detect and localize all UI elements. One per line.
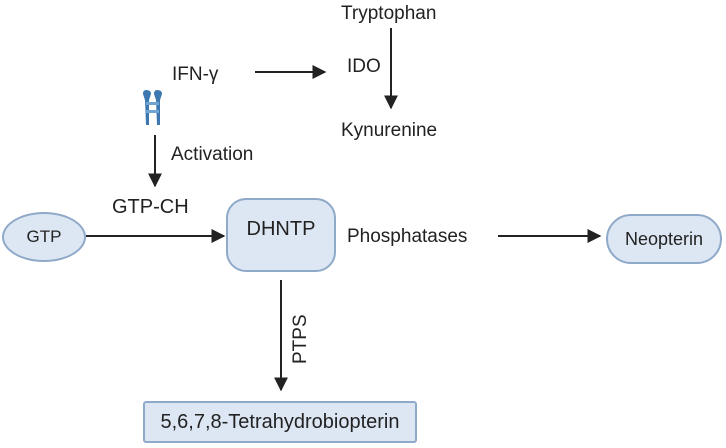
gtp-ch-label: GTP-CH xyxy=(112,196,189,218)
dhntp-node-label: DHNTP xyxy=(246,218,316,240)
neopterin-node-label: Neopterin xyxy=(624,228,704,249)
phosphatases-label: Phosphatases xyxy=(347,226,468,247)
activation-label: Activation xyxy=(171,144,254,165)
gtp-node-label: GTP xyxy=(26,227,62,246)
neopterin-node: Neopterin xyxy=(606,214,722,264)
dhntp-node: DHNTP xyxy=(226,198,336,272)
ido-label: IDO xyxy=(347,56,381,77)
tetrahydrobiopterin-node: 5,6,7,8-Tetrahydrobiopterin xyxy=(143,401,417,443)
gtp-node: GTP xyxy=(2,212,86,262)
ifn-gamma-label: IFN-γ xyxy=(172,64,219,85)
kynurenine-label: Kynurenine xyxy=(341,120,438,141)
ptps-label: PTPS xyxy=(290,314,311,364)
tetrahydrobiopterin-node-label: 5,6,7,8-Tetrahydrobiopterin xyxy=(160,410,400,433)
receptor-icon xyxy=(143,90,162,125)
tryptophan-label: Tryptophan xyxy=(341,3,437,24)
